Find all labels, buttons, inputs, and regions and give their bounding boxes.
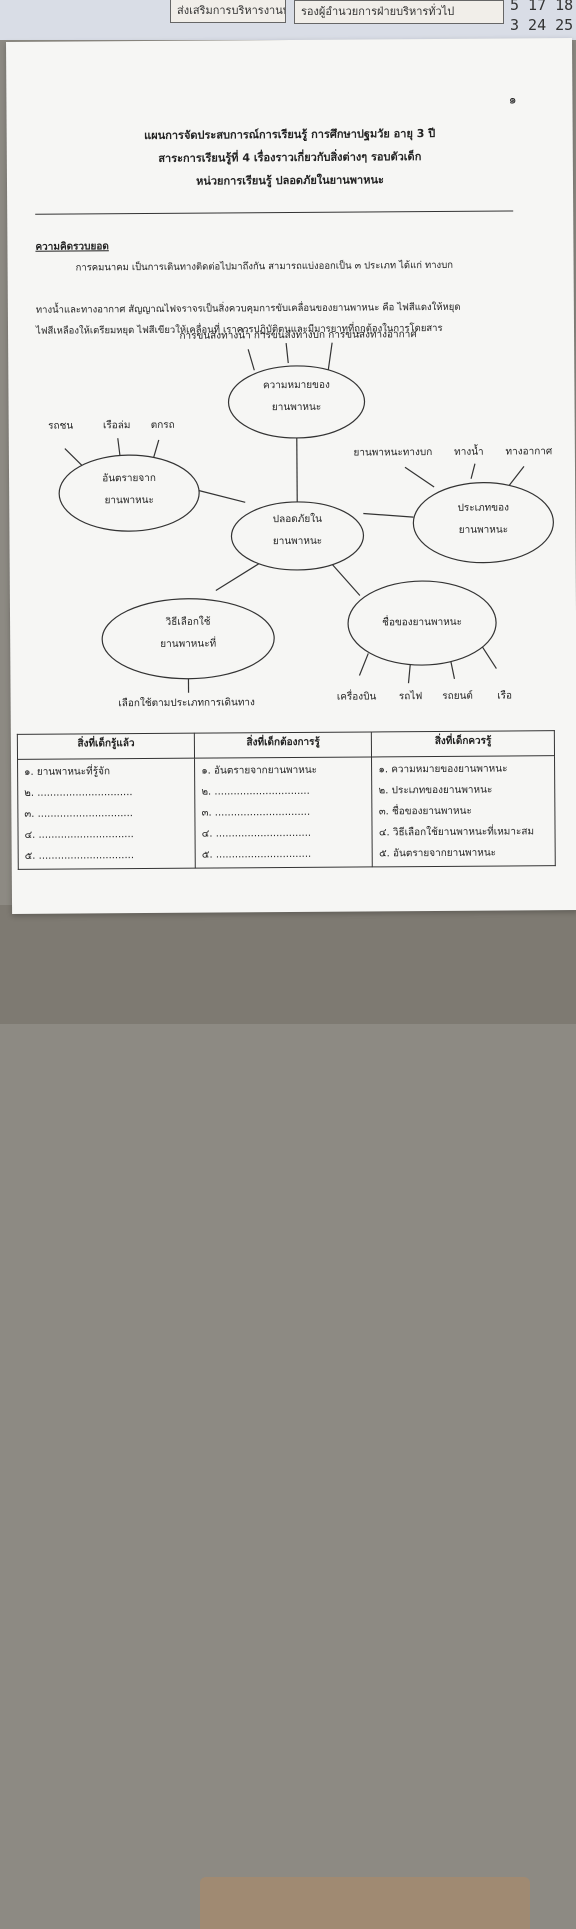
- background-calendar-numbers: 3 24 25: [510, 16, 573, 34]
- types-label: ยานพาหนะ: [459, 522, 508, 537]
- kwl-column-want: ๑. อันตรายจากยานพาหนะ ๒. ...............…: [195, 757, 373, 868]
- kwl-item: ๓. ..............................: [24, 803, 188, 825]
- kwl-item: ๓. ชื่อของยานพาหนะ: [379, 800, 549, 822]
- connector-line: [509, 466, 524, 485]
- connector-line: [199, 490, 245, 502]
- kwl-item: ๔. วิธีเลือกใช้ยานพาหนะที่เหมาะสม: [379, 821, 549, 843]
- background-calendar-numbers: 5 17 18: [510, 0, 573, 14]
- meaning-leaves: การขนส่งทางน้ำ การขนส่งทางบก การขนส่งทาง…: [179, 327, 416, 344]
- background-desk-top: ส่งเสริมการบริหารงานบุคคล รองผู้อำนวยการ…: [0, 0, 576, 40]
- kwl-header-want: สิ่งที่เด็กต้องการรู้: [195, 732, 372, 758]
- kwl-header-should: สิ่งที่เด็กควรรู้: [372, 731, 555, 757]
- connector-line: [286, 343, 288, 363]
- kwl-column-known: ๑. ยานพาหนะที่รู้จัก ๒. ................…: [18, 758, 196, 869]
- connector-line: [65, 448, 83, 466]
- kwl-item: ๑. ยานพาหนะที่รู้จัก: [24, 761, 188, 783]
- kwl-item: ๒. ประเภทของยานพาหนะ: [379, 779, 549, 801]
- kwl-item: ๔. ..............................: [24, 824, 188, 846]
- danger-leaf: รถชน: [48, 419, 73, 434]
- meaning-label: ยานพาหนะ: [272, 400, 321, 415]
- connector-line: [482, 647, 496, 669]
- document-page: ๑ แผนการจัดประสบการณ์การเรียนรู้ การศึกษ…: [6, 38, 576, 914]
- names-leaf: เครื่องบิน: [337, 689, 377, 704]
- meaning-label: ความหมายของ: [263, 378, 330, 393]
- connector-line: [363, 513, 413, 517]
- kwl-header-known: สิ่งที่เด็กรู้แล้ว: [17, 733, 194, 759]
- types-label: ประเภทของ: [458, 500, 510, 515]
- kwl-table: สิ่งที่เด็กรู้แล้ว สิ่งที่เด็กต้องการรู้…: [17, 730, 556, 870]
- connector-line: [359, 653, 368, 675]
- choose-label: วิธีเลือกใช้: [166, 615, 211, 630]
- connector-line: [405, 467, 434, 487]
- connector-line: [118, 438, 120, 455]
- kwl-item: ๓. ..............................: [202, 801, 366, 823]
- kwl-item: ๕. ..............................: [25, 845, 189, 867]
- background-object: [200, 1877, 530, 1929]
- danger-label: อันตรายจาก: [102, 471, 156, 486]
- center-label: ยานพาหนะ: [273, 534, 322, 549]
- background-desk-bottom: [0, 905, 576, 1024]
- center-label: ปลอดภัยใน: [273, 512, 322, 527]
- names-leaf: รถยนต์: [442, 689, 473, 704]
- connector-line: [408, 663, 410, 683]
- types-leaf: ทางน้ำ: [454, 445, 484, 460]
- choose-leaf: เลือกใช้ตามประเภทการเดินทาง: [118, 695, 255, 711]
- connector-line: [332, 564, 360, 596]
- background-folder-tab: รองผู้อำนวยการฝ่ายบริหารทั่วไป: [294, 0, 504, 24]
- kwl-item: ๕. ..............................: [202, 843, 366, 865]
- names-label: ชื่อของยานพาหนะ: [382, 615, 462, 631]
- danger-leaf: ตกรถ: [151, 418, 175, 433]
- choose-label: ยานพาหนะที่: [160, 637, 216, 652]
- types-leaf: ยานพาหนะทางบก: [353, 445, 432, 461]
- connector-line: [216, 563, 260, 590]
- names-leaf: รถไฟ: [399, 689, 423, 704]
- kwl-item: ๑. ความหมายของยานพาหนะ: [378, 758, 548, 780]
- types-leaf: ทางอากาศ: [505, 444, 552, 459]
- connector-line: [471, 464, 475, 479]
- kwl-column-should: ๑. ความหมายของยานพาหนะ ๒. ประเภทของยานพา…: [372, 756, 555, 867]
- kwl-item: ๑. อันตรายจากยานพาหนะ: [201, 759, 365, 781]
- kwl-item: ๕. อันตรายจากยานพาหนะ: [379, 842, 549, 864]
- kwl-item: ๒. ..............................: [201, 780, 365, 802]
- names-leaf: เรือ: [497, 688, 512, 703]
- kwl-item: ๔. ..............................: [202, 822, 366, 844]
- background-folder-tab: ส่งเสริมการบริหารงานบุคคล: [170, 0, 286, 23]
- kwl-item: ๒. ..............................: [24, 782, 188, 804]
- danger-leaf: เรือล่ม: [103, 418, 131, 433]
- connector-line: [328, 343, 332, 370]
- danger-label: ยานพาหนะ: [104, 493, 153, 508]
- connector-line: [248, 349, 254, 370]
